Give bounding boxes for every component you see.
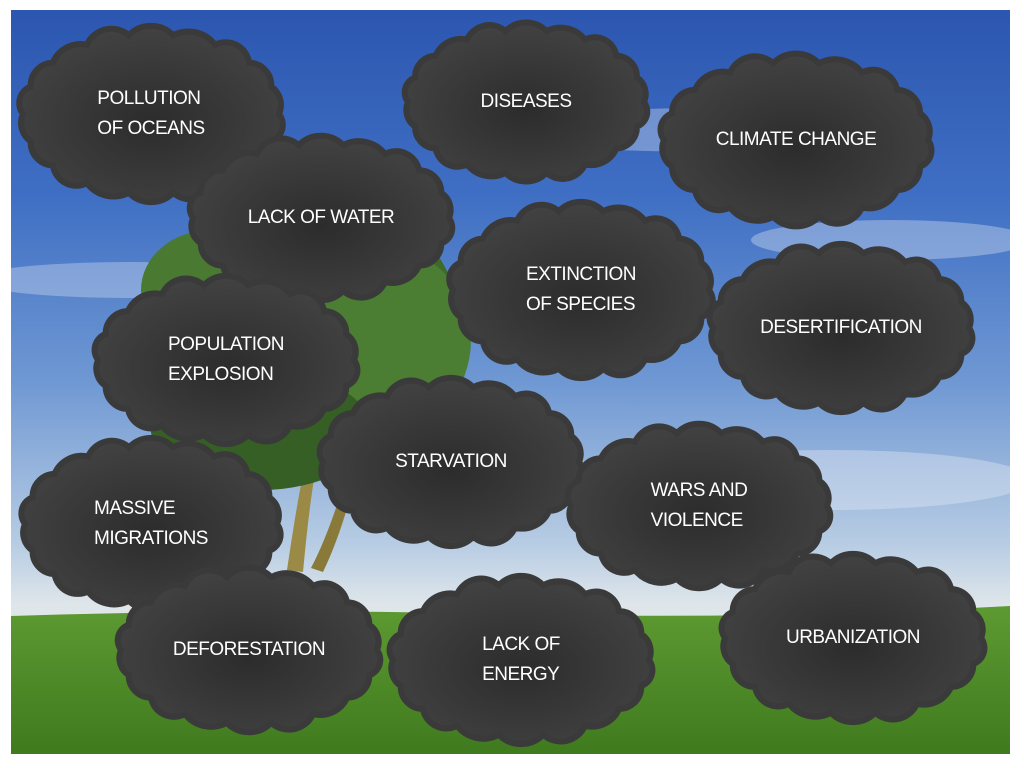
cloud-label-line: LACK OF WATER: [247, 207, 395, 228]
cloud-desertification: [706, 240, 976, 416]
cloud-label-diseases: DISEASES: [480, 87, 572, 117]
cloud-label-line: DESERTIFICATION: [760, 317, 922, 338]
cloud-extinction-of-species: [446, 198, 716, 382]
cloud-label-massive-migrations: MASSIVE MIGRATIONS: [94, 494, 208, 554]
cloud-label-line: OF OCEANS: [97, 118, 205, 139]
cloud-label-line: DEFORESTATION: [172, 639, 326, 660]
cloud-lack-of-energy: [386, 572, 656, 748]
cloud-label-line: EXPLOSION: [167, 364, 274, 385]
cloud-diseases: [401, 19, 651, 185]
cloud-label-line: URBANIZATION: [785, 627, 921, 648]
cloud-label-desertification: DESERTIFICATION: [760, 313, 922, 343]
cloud-label-lack-of-energy: LACK OF ENERGY: [482, 630, 560, 690]
scene-graphic: [11, 19, 1010, 754]
cloud-label-wars-and-violence: WARS AND VIOLENCE: [651, 476, 748, 536]
cloud-label-line: WARS AND: [650, 480, 748, 501]
slide: POLLUTION OF OCEANS DISEASES CLIMATE CHANGE…: [11, 10, 1010, 754]
clouds-layer: [16, 19, 988, 748]
cloud-label-line: MIGRATIONS: [94, 528, 208, 549]
cloud-label-climate-change: CLIMATE CHANGE: [716, 125, 877, 155]
cloud-label-line: STARVATION: [395, 451, 507, 472]
cloud-label-line: POLLUTION: [97, 88, 201, 109]
cloud-label-deforestation: DEFORESTATION: [172, 635, 326, 665]
cloud-label-extinction-of-species: EXTINCTION OF SPECIES: [525, 260, 637, 320]
cloud-label-line: ENERGY: [482, 664, 560, 685]
cloud-population-explosion: [91, 272, 361, 448]
cloud-label-line: VIOLENCE: [650, 510, 744, 531]
cloud-wars-and-violence: [564, 420, 834, 592]
cloud-label-lack-of-water: LACK OF WATER: [248, 203, 395, 233]
cloud-label-line: LACK OF: [482, 634, 560, 655]
cloud-climate-change: [657, 50, 935, 230]
cloud-label-line: CLIMATE CHANGE: [715, 129, 877, 150]
cloud-label-population-explosion: POPULATION EXPLOSION: [167, 330, 285, 390]
cloud-label-line: OF SPECIES: [525, 294, 636, 315]
cloud-label-line: MASSIVE: [94, 498, 176, 519]
cloud-label-line: POPULATION: [167, 334, 285, 355]
cloud-starvation: [316, 374, 586, 550]
cloud-label-line: EXTINCTION: [525, 264, 637, 285]
cloud-lack-of-water: [186, 132, 456, 304]
cloud-label-starvation: STARVATION: [395, 447, 507, 477]
cloud-deforestation: [114, 564, 384, 736]
cloud-label-urbanization: URBANIZATION: [785, 623, 921, 653]
cloud-label-line: DISEASES: [480, 91, 572, 112]
cloud-urbanization: [718, 550, 988, 726]
cloud-label-pollution-of-oceans: POLLUTION OF OCEANS: [97, 84, 205, 144]
